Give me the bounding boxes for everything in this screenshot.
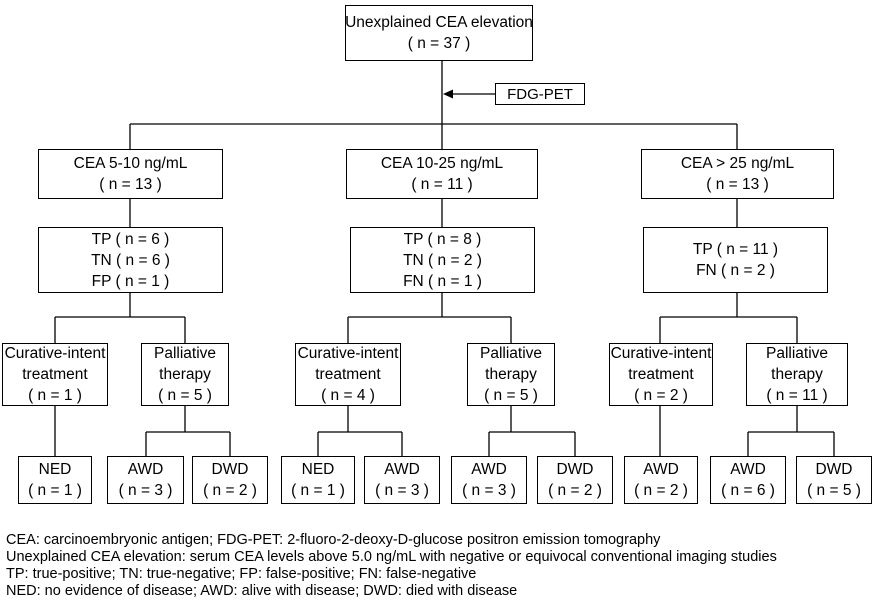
- curative-line-2: treatment: [22, 366, 88, 383]
- arrow-head: [443, 89, 453, 99]
- palliative-count: ( n = 11 ): [766, 387, 828, 404]
- curative-count: ( n = 1 ): [28, 387, 82, 404]
- curative-line-1: Curative-intent: [297, 345, 399, 362]
- outcome-count: ( n = 3 ): [462, 482, 516, 499]
- outcome-label: AWD: [127, 461, 164, 478]
- outcome-count: ( n = 6 ): [721, 482, 775, 499]
- root-count: ( n = 37 ): [407, 35, 471, 52]
- outcome-label: DWD: [556, 461, 594, 478]
- result-line: FN ( n = 1 ): [403, 272, 482, 290]
- group-header-count: ( n = 11 ): [411, 176, 473, 193]
- legend-line: TP: true-positive; TN: true-negative; FP…: [6, 566, 477, 582]
- group-header-cea-10-25: CEA 10-25 ng/mL ( n = 11 ): [346, 149, 538, 199]
- result-line: TN ( n = 2 ): [403, 251, 482, 269]
- outcome-count: ( n = 1 ): [28, 482, 82, 499]
- group-header-title: CEA 5-10 ng/mL: [73, 155, 188, 172]
- outcome-label: AWD: [471, 461, 507, 478]
- fdg-pet-label: FDG-PET: [507, 85, 573, 103]
- result-line: TP ( n = 11 ): [692, 241, 779, 258]
- palliative-line-2: therapy: [771, 366, 823, 383]
- root-box: Unexplained CEA elevation ( n = 37 ): [345, 5, 533, 61]
- outcome-box-dwd: DWD ( n = 2 ): [192, 456, 268, 504]
- curative-box-group-2: Curative-intent treatment ( n = 4 ): [295, 343, 401, 406]
- palliative-line-2: therapy: [485, 366, 537, 383]
- curative-line-1: Curative-intent: [4, 345, 106, 362]
- result-line: TP ( n = 8 ): [403, 230, 482, 248]
- outcome-count: ( n = 2 ): [634, 482, 688, 499]
- outcome-box-dwd: DWD ( n = 5 ): [796, 456, 872, 504]
- outcome-box-awd: AWD ( n = 6 ): [710, 456, 786, 504]
- palliative-box-group-2: Palliative therapy ( n = 5 ): [467, 343, 555, 406]
- outcome-label: DWD: [211, 461, 249, 478]
- palliative-box-group-3: Palliative therapy ( n = 11 ): [746, 343, 848, 406]
- outcome-box-ned: NED ( n = 1 ): [281, 456, 355, 504]
- group-header-title: CEA 10-25 ng/mL: [380, 155, 504, 172]
- palliative-count: ( n = 5 ): [484, 387, 538, 404]
- palliative-line-1: Palliative: [153, 345, 217, 362]
- outcome-count: ( n = 1 ): [291, 482, 345, 499]
- curative-count: ( n = 2 ): [634, 387, 688, 404]
- root-title: Unexplained CEA elevation: [345, 14, 533, 31]
- curative-line-1: Curative-intent: [610, 345, 712, 362]
- fdg-pet-box: FDG-PET: [495, 83, 585, 105]
- legend-line: Unexplained CEA elevation: serum CEA lev…: [6, 549, 777, 565]
- palliative-count: ( n = 5 ): [158, 387, 212, 404]
- outcome-count: ( n = 5 ): [807, 482, 861, 499]
- outcome-label: AWD: [643, 461, 679, 478]
- outcome-box-ned: NED ( n = 1 ): [18, 456, 92, 504]
- group-header-cea-over-25: CEA > 25 ng/mL ( n = 13 ): [641, 149, 834, 199]
- legend: CEA: carcinoembryonic antigen; FDG-PET: …: [6, 532, 777, 600]
- outcome-count: ( n = 2 ): [548, 482, 602, 499]
- group-header-count: ( n = 13 ): [99, 176, 162, 193]
- result-line: TN ( n = 6 ): [91, 251, 170, 269]
- group-header-cea-5-10: CEA 5-10 ng/mL ( n = 13 ): [38, 149, 223, 199]
- curative-count: ( n = 4 ): [321, 387, 375, 404]
- legend-line: NED: no evidence of disease; AWD: alive …: [6, 583, 518, 599]
- outcome-box-awd: AWD ( n = 3 ): [364, 456, 440, 504]
- group-header-count: ( n = 13 ): [706, 176, 769, 193]
- curative-line-2: treatment: [315, 366, 381, 383]
- result-line: FN ( n = 2 ): [696, 262, 775, 279]
- curative-box-group-3: Curative-intent treatment ( n = 2 ): [609, 343, 713, 406]
- result-line: FP ( n = 1 ): [91, 272, 170, 290]
- results-box-group-2: TP ( n = 8 ) TN ( n = 2 ) FN ( n = 1 ): [350, 227, 535, 293]
- legend-line: CEA: carcinoembryonic antigen; FDG-PET: …: [6, 532, 661, 548]
- outcome-label: NED: [38, 461, 72, 478]
- palliative-box-group-1: Palliative therapy ( n = 5 ): [141, 343, 229, 406]
- results-box-group-3: TP ( n = 11 ) FN ( n = 2 ): [643, 227, 828, 293]
- outcome-count: ( n = 3 ): [375, 482, 429, 499]
- outcome-box-awd: AWD ( n = 2 ): [624, 456, 698, 504]
- curative-line-2: treatment: [628, 366, 694, 383]
- group-header-title: CEA > 25 ng/mL: [680, 155, 795, 172]
- outcome-label: NED: [301, 461, 335, 478]
- curative-box-group-1: Curative-intent treatment ( n = 1 ): [2, 343, 108, 406]
- outcome-box-awd: AWD ( n = 3 ): [107, 456, 184, 504]
- palliative-line-1: Palliative: [479, 345, 543, 362]
- results-box-group-1: TP ( n = 6 ) TN ( n = 6 ) FP ( n = 1 ): [38, 227, 223, 293]
- result-line: TP ( n = 6 ): [91, 230, 170, 248]
- outcome-label: AWD: [730, 461, 766, 478]
- outcome-count: ( n = 2 ): [203, 482, 257, 499]
- outcome-count: ( n = 3 ): [118, 482, 173, 499]
- outcome-label: AWD: [384, 461, 420, 478]
- outcome-box-dwd: DWD ( n = 2 ): [537, 456, 613, 504]
- palliative-line-2: therapy: [159, 366, 211, 383]
- outcome-box-awd: AWD ( n = 3 ): [451, 456, 527, 504]
- palliative-line-1: Palliative: [765, 345, 829, 362]
- outcome-label: DWD: [815, 461, 853, 478]
